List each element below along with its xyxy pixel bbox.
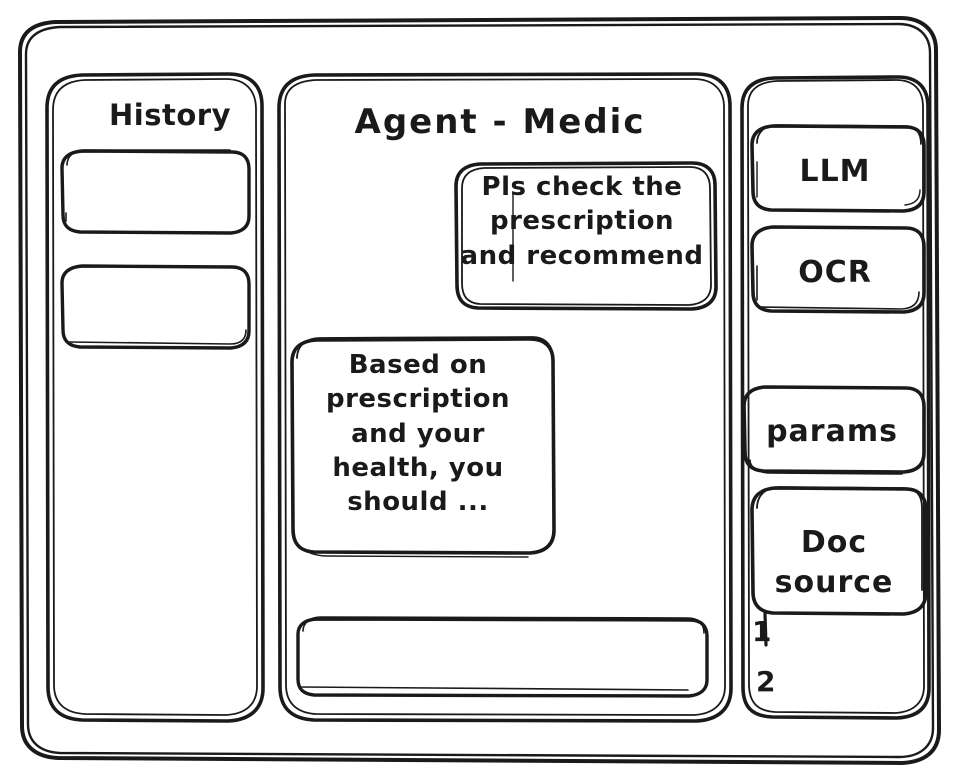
history-panel-title: History <box>109 98 231 132</box>
ocr-chip-label: OCR <box>798 255 872 290</box>
composer-input-outline <box>296 616 709 698</box>
doc-source-chip-outline <box>750 486 928 616</box>
llm-chip-label: LLM <box>799 154 871 189</box>
llm-chip-outline <box>750 124 926 213</box>
window-frame-outline <box>18 16 941 765</box>
history-panel <box>47 74 263 722</box>
tools-panel <box>742 77 929 719</box>
page-title: Agent - Medic <box>354 102 646 142</box>
ocr-chip-outline <box>750 225 926 314</box>
history-item-1-outline <box>60 149 251 235</box>
user-message-text: Pls check the prescription and recommend <box>460 172 704 271</box>
params-chip-outline <box>742 385 926 475</box>
doc-source-chip-label: Doc source <box>774 525 894 600</box>
history-panel-outline <box>45 72 265 723</box>
assistant-message-text: Based on prescription and your health, y… <box>325 350 510 518</box>
main-panel-outline <box>277 72 733 723</box>
user-message-bubble-outline <box>454 161 718 311</box>
assistant-message-bubble-outline <box>290 336 556 558</box>
doc-source-item-1-marker: 1 <box>752 615 772 648</box>
doc-source-item-2-marker: 2 <box>756 665 776 698</box>
history-item-2-outline <box>60 264 251 350</box>
tools-panel-outline <box>740 75 931 720</box>
main-panel <box>279 74 731 722</box>
doc-source-leader-line <box>763 612 768 647</box>
params-chip-label: params <box>766 414 898 449</box>
